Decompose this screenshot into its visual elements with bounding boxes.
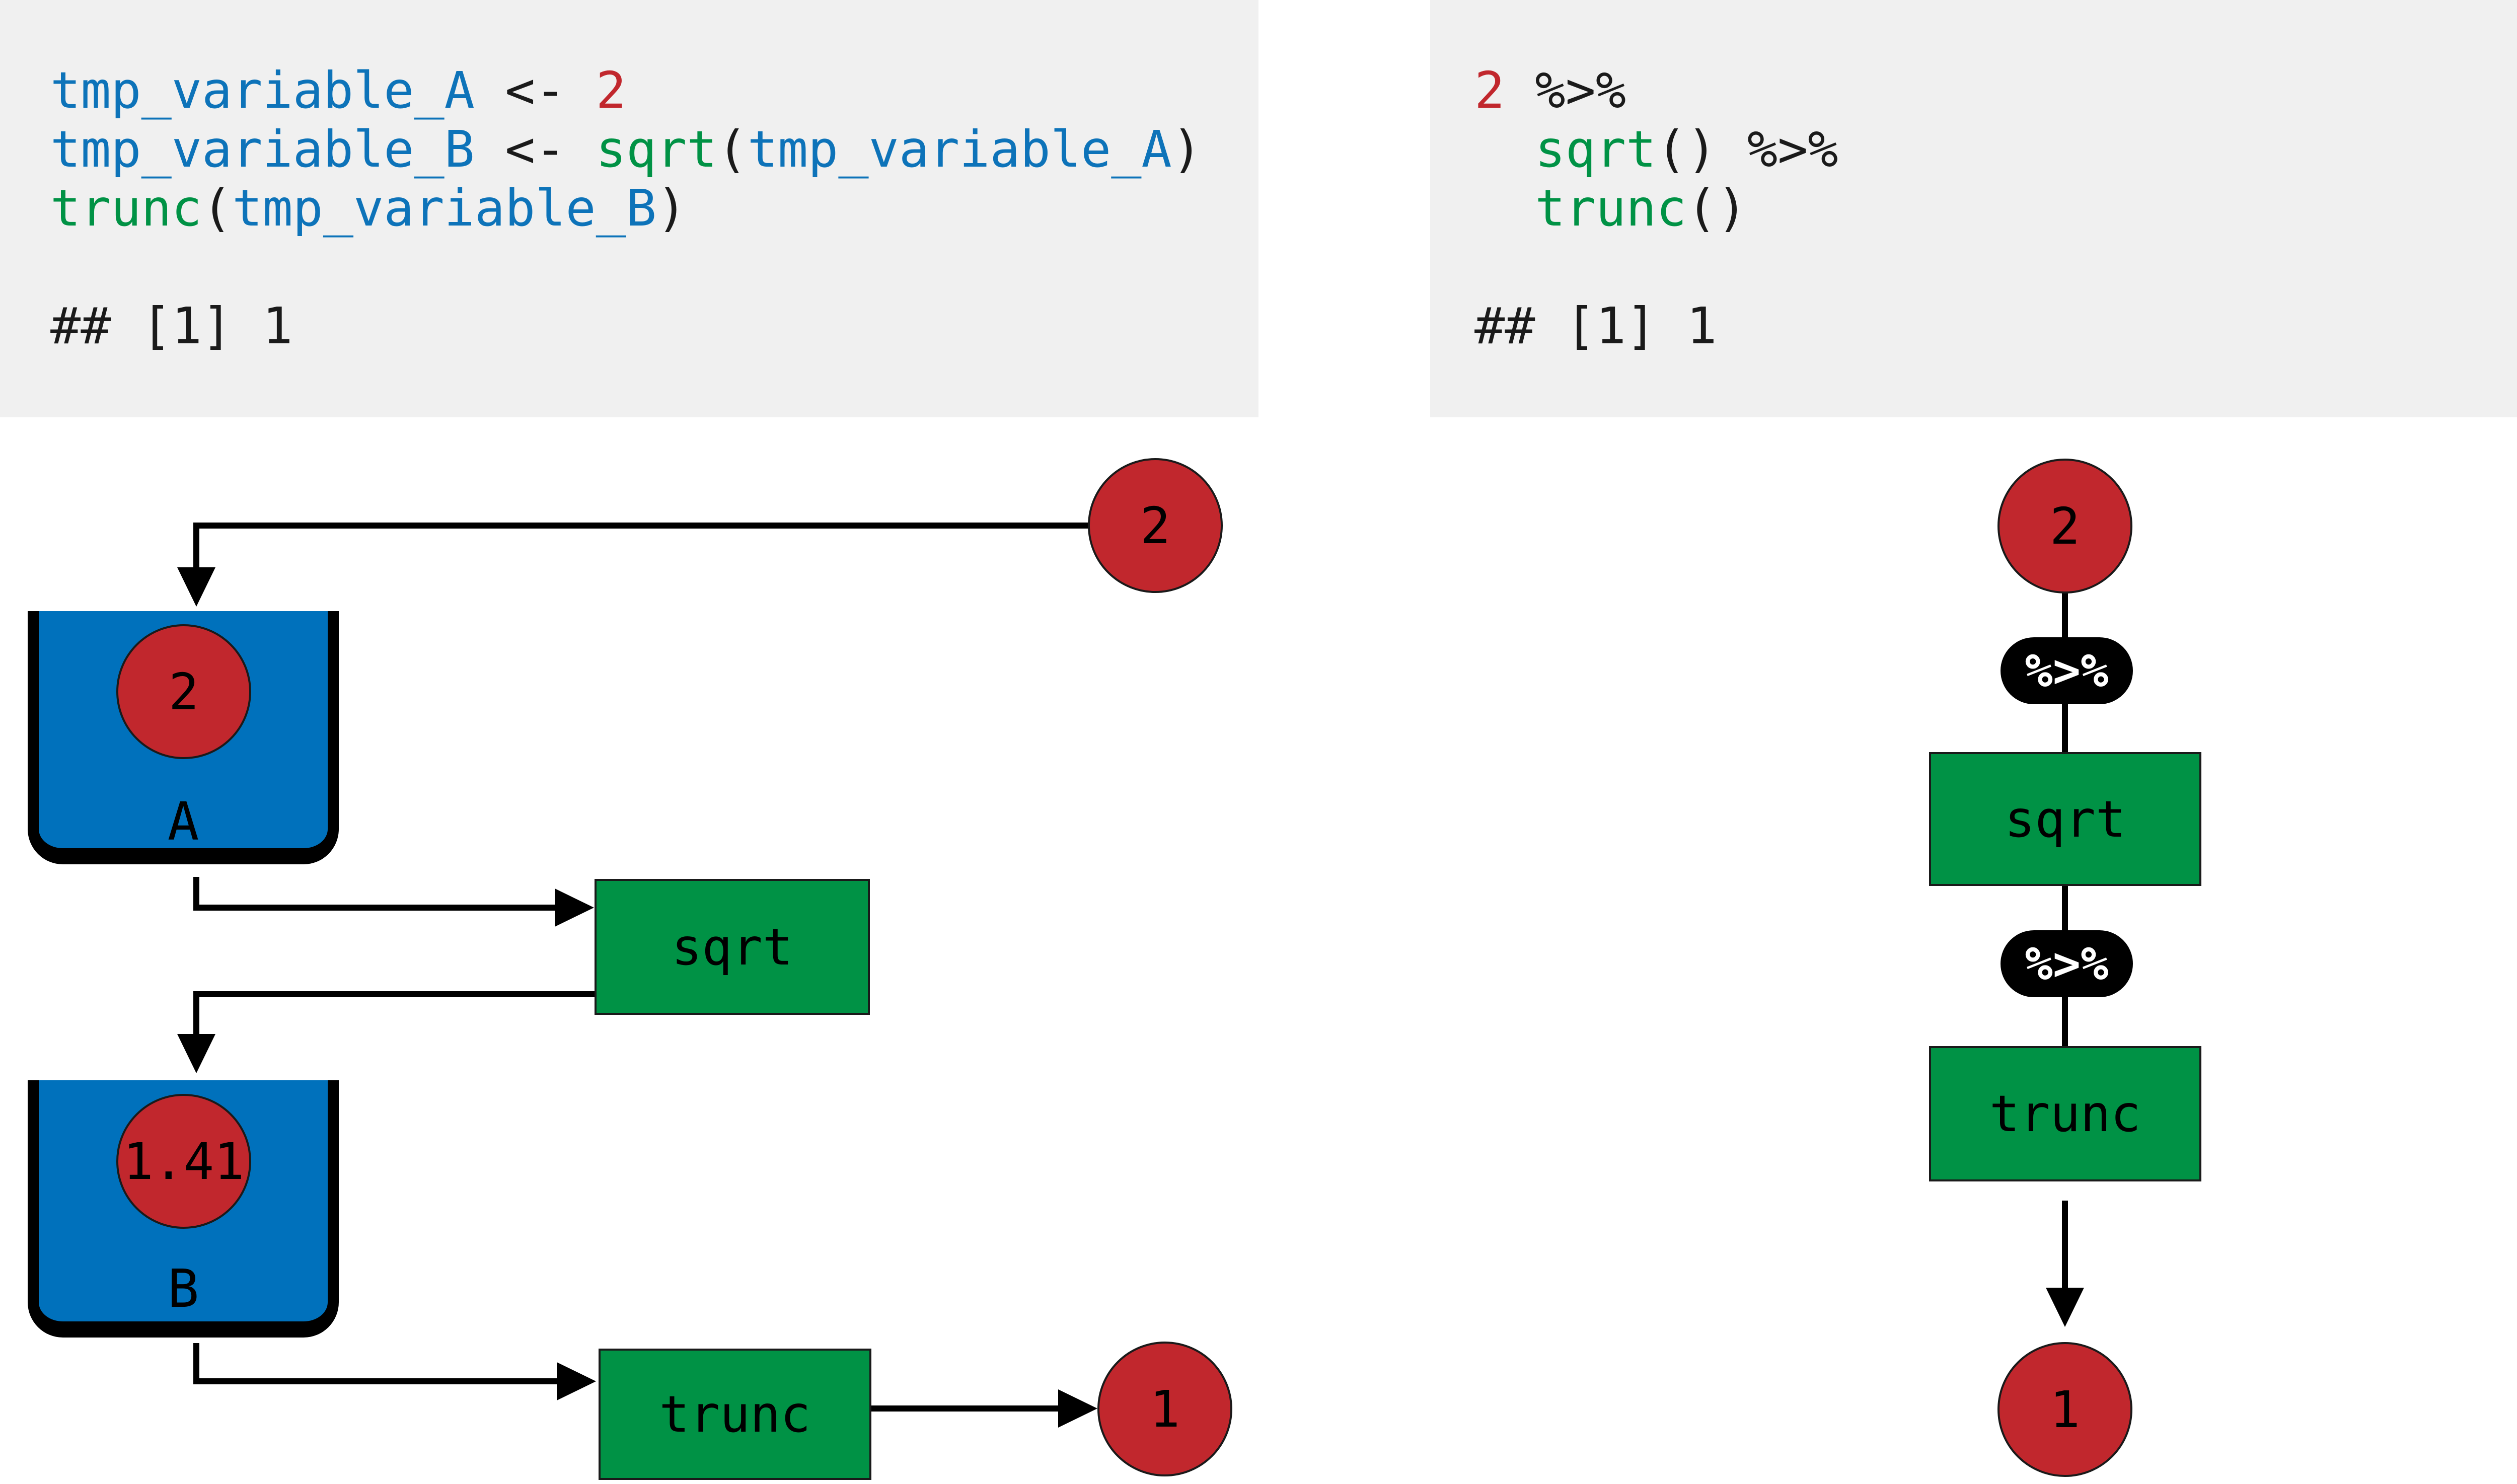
sqrt-function-box-right: sqrt: [1929, 752, 2201, 886]
code-token: ): [656, 179, 687, 238]
code-token: %>%: [1535, 61, 1626, 120]
code-token: trunc: [1535, 179, 1687, 238]
code-token: (): [1686, 179, 1747, 238]
result-value-circle-right: 1: [1997, 1342, 2132, 1477]
input-value-circle-left: 2: [1088, 458, 1223, 593]
input-value-text: 2: [1140, 496, 1171, 555]
value-circle-b: 1.41: [116, 1094, 251, 1229]
input-value-circle-right: 2: [1997, 459, 2132, 593]
result-value-circle-left: 1: [1097, 1342, 1232, 1476]
code-token: tmp_variable_A: [747, 120, 1172, 179]
left-code-block: [0, 0, 1258, 417]
code-token: sqrt: [596, 120, 717, 179]
arrow-input2-to-container-a-line: [193, 523, 1089, 569]
value-a-text: 2: [168, 662, 199, 721]
sqrt-function-box-left: sqrt: [595, 879, 870, 1015]
arrowhead-into-sqrt-left: [555, 888, 594, 927]
value-circle-a: 2: [116, 624, 251, 759]
trunc-label-right: trunc: [1989, 1084, 2141, 1143]
left-code: tmp_variable_A <- 2 tmp_variable_B <- sq…: [50, 61, 1202, 238]
code-token: trunc: [50, 179, 202, 238]
right-code-block: [1430, 0, 2517, 417]
container-b-label: B: [167, 1258, 199, 1319]
result-value-text-left: 1: [1149, 1379, 1180, 1439]
pipe-operator-pill-2: %>%: [2001, 930, 2133, 997]
code-token: tmp_variable_B: [50, 120, 475, 179]
arrowhead-into-result-right: [2046, 1288, 2084, 1327]
code-token: sqrt: [1535, 120, 1657, 179]
code-token: 2: [1474, 61, 1505, 120]
code-token: 2: [596, 61, 626, 120]
arrowhead-into-container-b: [177, 1034, 215, 1073]
result-value-text-right: 1: [2049, 1380, 2081, 1439]
code-token: () %>%: [1656, 120, 1838, 179]
code-token: tmp_variable_A: [50, 61, 475, 120]
code-token: <-: [474, 61, 596, 120]
left-code-output: ## [1] 1: [50, 296, 293, 355]
value-b-text: 1.41: [123, 1132, 245, 1191]
arrow-container-a-to-sqrt-line: [193, 877, 556, 911]
trunc-function-box-left: trunc: [599, 1349, 871, 1480]
code-token: ): [1171, 120, 1202, 179]
code-token: tmp_variable_B: [232, 179, 657, 238]
container-a-label: A: [167, 791, 199, 852]
arrowhead-into-trunc-left: [557, 1362, 596, 1400]
code-token: (: [717, 120, 748, 179]
right-code: 2 %>% sqrt() %>% trunc(): [1474, 61, 1838, 238]
sqrt-label-right: sqrt: [2005, 789, 2126, 849]
code-token: (: [202, 179, 233, 238]
arrowhead-into-result-left: [1058, 1389, 1097, 1428]
arrow-sqrt-to-container-b-line: [193, 991, 595, 1035]
arrow-container-b-to-trunc-line: [193, 1343, 558, 1384]
pipe-operator-pill-1: %>%: [2001, 637, 2133, 704]
right-code-output: ## [1] 1: [1474, 296, 1717, 355]
code-token: <-: [474, 120, 596, 179]
trunc-label-left: trunc: [659, 1385, 811, 1444]
sqrt-label-left: sqrt: [672, 917, 793, 977]
trunc-function-box-right: trunc: [1929, 1046, 2201, 1181]
arrowhead-into-container-a: [177, 567, 215, 607]
input-value-text-right: 2: [2049, 496, 2081, 556]
